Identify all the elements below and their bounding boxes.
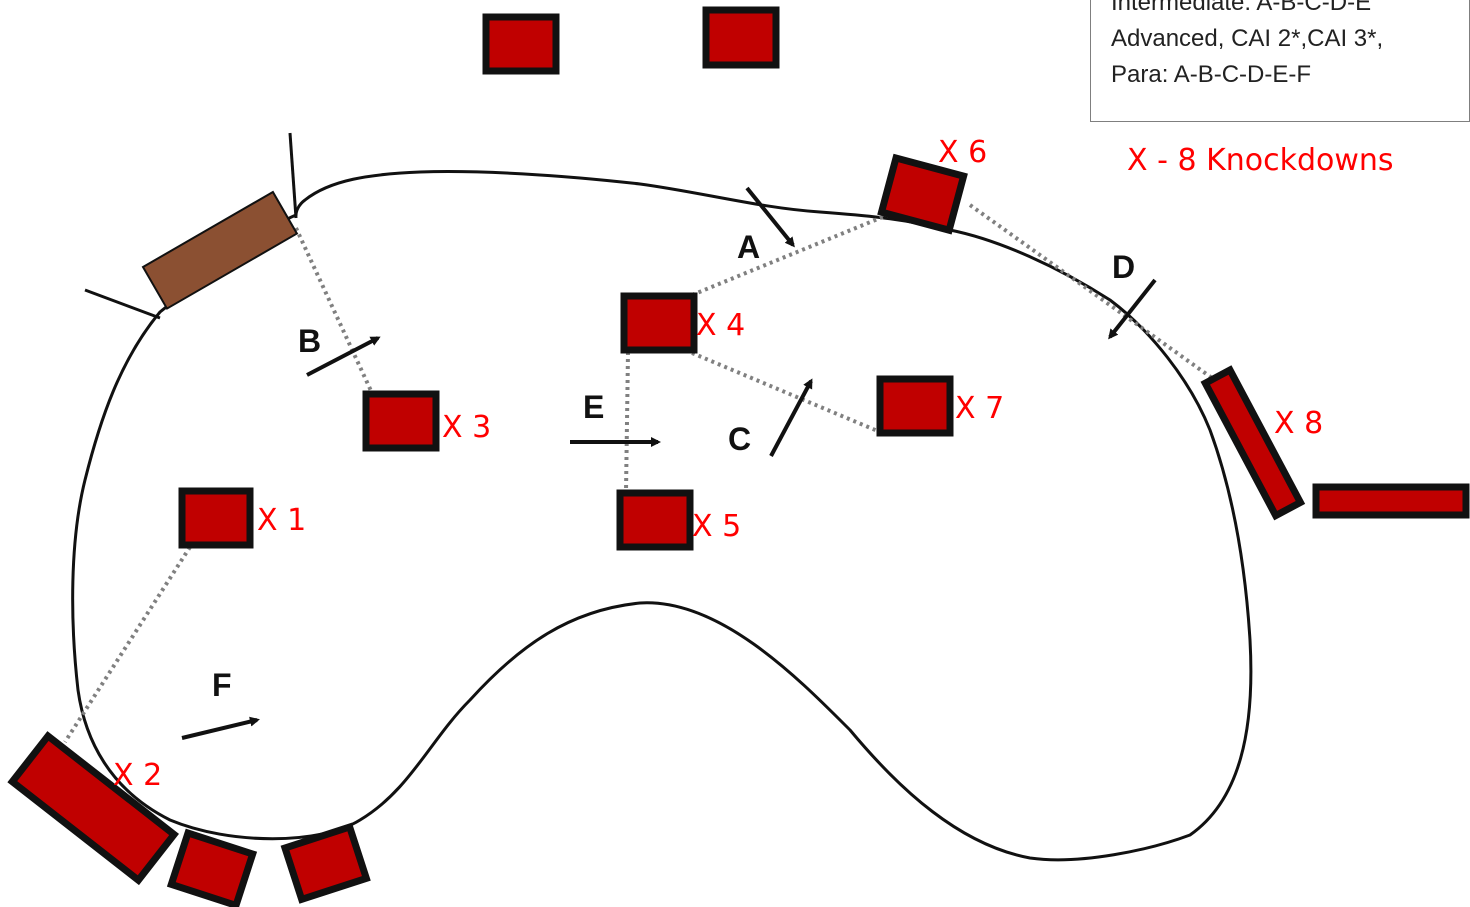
fence-5 (616, 489, 694, 551)
fence-5-label: X 5 (692, 509, 741, 544)
direction-arrows (181, 186, 1157, 740)
fence-2 (7, 731, 179, 886)
gate-wing-line (288, 132, 298, 219)
legend-line-advanced: Advanced, CAI 2*,CAI 3*, (1111, 25, 1384, 52)
legend-line-para: Para: A-B-C-D-E-F (1111, 61, 1312, 88)
route-line-4-to-7 (691, 351, 881, 434)
fence-6 (877, 153, 968, 235)
fence-6-label: X 6 (938, 135, 987, 170)
route-line-1-to-2 (63, 545, 192, 744)
knockdown-count-note: X - 8 Knockdowns (1127, 143, 1394, 178)
fence-7-label: X 7 (955, 391, 1004, 426)
leg-label-c: C (728, 421, 751, 457)
fence-8 (1200, 365, 1306, 521)
route-line-gate-to-3 (294, 227, 374, 394)
fence-7 (876, 375, 954, 437)
outside-fences (166, 6, 1470, 907)
leg-label-a: A (737, 229, 760, 265)
route-dotted-lines (63, 203, 1214, 744)
arrow-leg-c (769, 378, 813, 457)
gate-wing-line (84, 288, 161, 320)
fence-4-label: X 4 (696, 308, 745, 343)
arrow-leg-a (745, 186, 795, 248)
route-line-6-to-8 (968, 203, 1214, 380)
fence-3 (362, 390, 440, 452)
gate-block (141, 190, 299, 310)
fence-1-label: X 1 (257, 503, 306, 538)
leg-labels: A B C D E F (212, 229, 1135, 703)
arrow-leg-b (306, 336, 381, 377)
knockdown-fence-group (7, 153, 1306, 886)
leg-label-d: D (1112, 249, 1135, 285)
spare-fence (280, 822, 371, 904)
fence-8-label: X 8 (1274, 406, 1323, 441)
level-legend: Intermediate: A-B-C-D-E Advanced, CAI 2*… (1090, 0, 1470, 122)
leg-label-e: E (583, 389, 604, 425)
legend-line-intermediate: Intermediate: A-B-C-D-E (1111, 0, 1372, 16)
spare-fence (482, 13, 560, 75)
fence-1 (178, 487, 254, 549)
arena-boundary (71, 170, 1253, 862)
knockdown-labels: X 1 X 2 X 3 X 4 X 5 X 6 X 7 X 8 (113, 135, 1323, 793)
arrow-leg-d (1108, 278, 1157, 340)
leg-label-f: F (212, 667, 232, 703)
spare-fence (166, 828, 258, 907)
route-line-4-to-6 (691, 212, 891, 297)
entry-gate (84, 132, 299, 320)
fence-3-label: X 3 (442, 410, 491, 445)
fence-4 (620, 292, 698, 354)
spare-fence (702, 6, 780, 69)
fence-2-label: X 2 (113, 758, 162, 793)
leg-label-b: B (298, 323, 321, 359)
spare-fence (1312, 483, 1470, 519)
arrow-leg-f (181, 716, 260, 740)
route-line-4-to-5 (624, 351, 630, 493)
